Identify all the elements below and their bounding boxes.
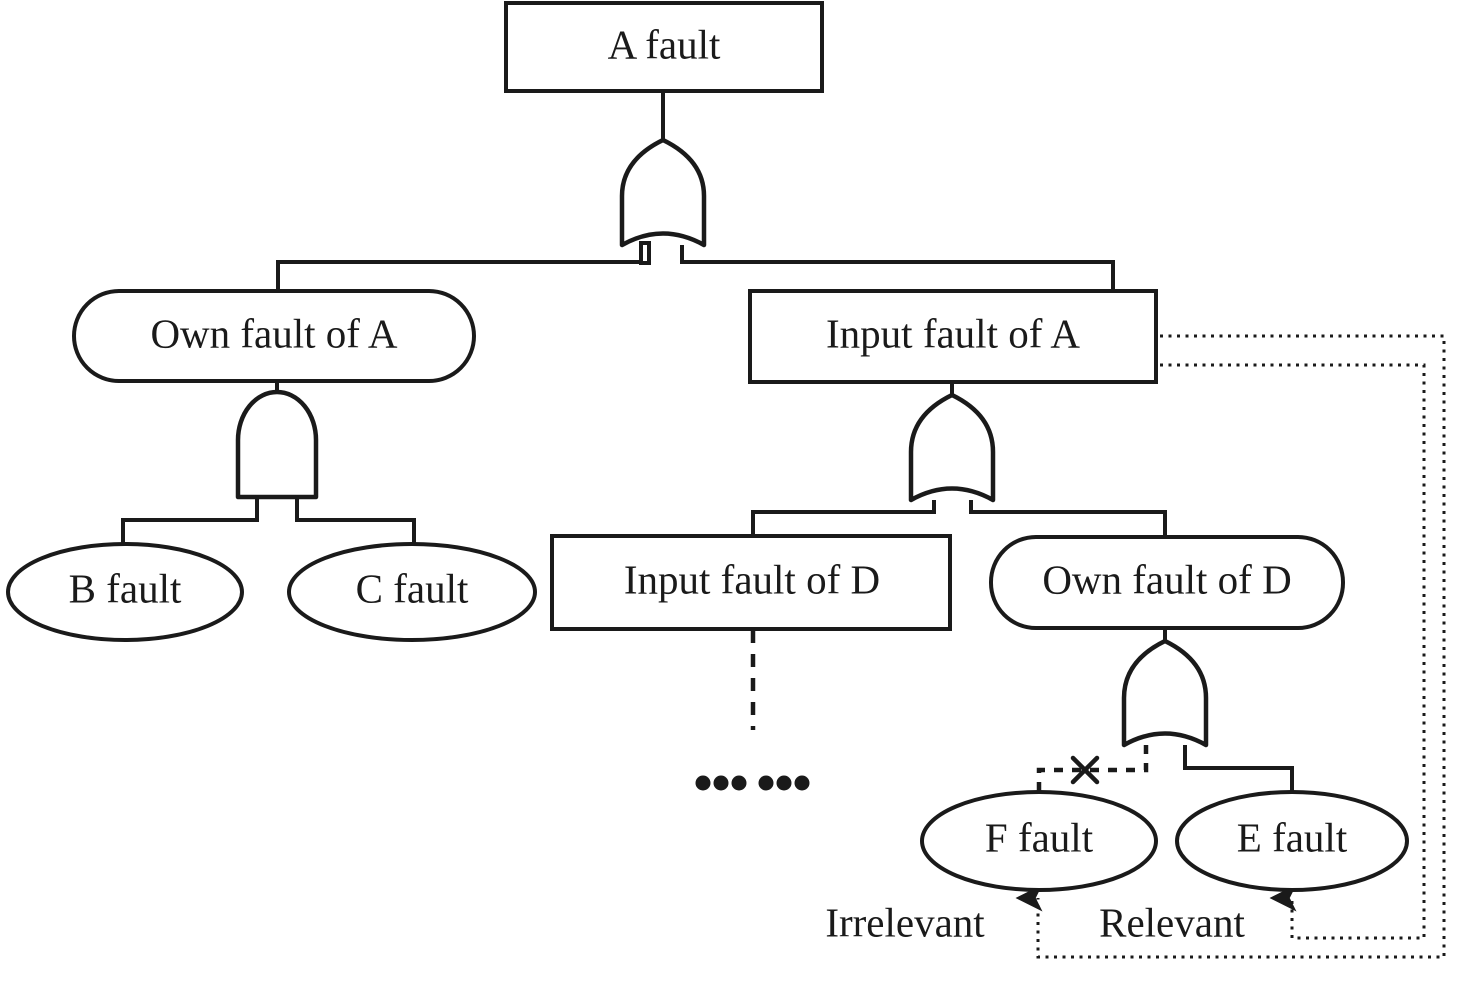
node-f-fault-label: F fault [985,814,1094,860]
edge-gate-and-to-c-fault [295,497,416,548]
label-irrelevant: Irrelevant [825,899,985,945]
node-input-fault-of-a-label: Input fault of A [826,310,1080,356]
gate-or-a[interactable] [619,137,707,265]
node-own-fault-of-d[interactable]: Own fault of D [989,535,1345,630]
continuation-ellipsis [695,775,810,791]
node-input-fault-of-a[interactable]: Input fault of A [748,289,1158,384]
edge-gate-or-input-a-to-input-fault-of-d [751,500,936,536]
node-c-fault[interactable]: C fault [287,542,537,642]
gate-or-input-fault-of-a[interactable] [908,392,996,503]
gate-or-own-fault-of-d[interactable] [1121,638,1209,748]
cut-mark-icon [1070,755,1100,785]
node-e-fault-label: E fault [1237,814,1348,860]
node-a-fault[interactable]: A fault [504,1,824,93]
edge-gate-or-a-to-input-fault-of-a [680,245,1115,292]
edge-feedback-irrelevant [1015,334,1446,959]
node-b-fault-label: B fault [69,565,182,611]
node-own-fault-of-a[interactable]: Own fault of A [72,289,476,383]
edge-gate-or-a-to-own-fault-of-a [276,245,647,292]
gate-and-own-fault-of-a[interactable] [235,389,319,500]
node-e-fault[interactable]: E fault [1175,790,1409,892]
node-own-fault-of-d-label: Own fault of D [1042,556,1291,602]
node-b-fault[interactable]: B fault [6,542,244,642]
label-relevant: Relevant [1099,899,1245,945]
edge-gate-or-input-a-to-own-fault-of-d [969,500,1167,537]
node-input-fault-of-d[interactable]: Input fault of D [550,534,952,631]
edge-gate-and-to-b-fault [121,497,259,548]
node-input-fault-of-d-label: Input fault of D [624,556,880,602]
node-f-fault[interactable]: F fault [920,790,1158,892]
edge-gate-or-own-d-to-f-fault-cut [1036,745,1149,800]
node-own-fault-of-a-label: Own fault of A [150,310,397,356]
node-c-fault-label: C fault [356,565,469,611]
edge-gate-or-own-d-to-e-fault [1183,745,1294,797]
node-a-fault-label: A fault [608,21,721,67]
